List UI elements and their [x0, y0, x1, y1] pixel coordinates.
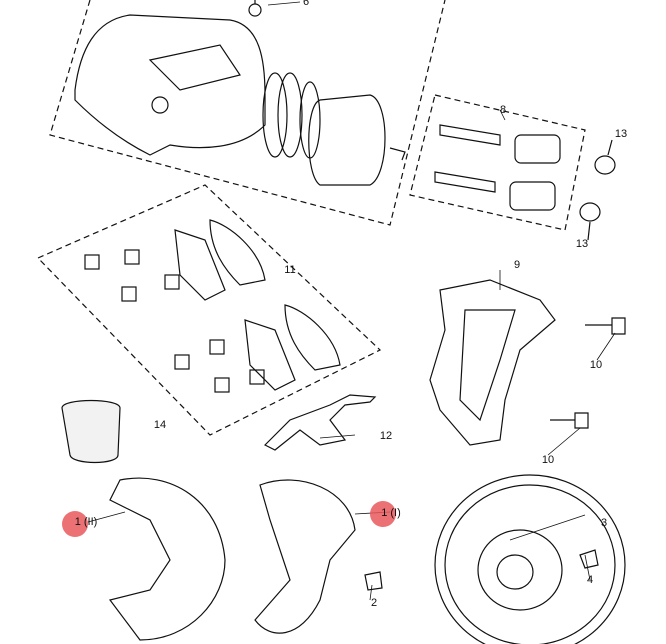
pads-box [36, 184, 382, 436]
hotspot-1-I[interactable] [370, 501, 396, 527]
caliper-body [74, 0, 266, 156]
callout-4: 4 [586, 574, 594, 586]
callout-14: 14 [153, 419, 167, 431]
plugs [579, 139, 616, 241]
callout-9: 9 [513, 259, 521, 271]
callout-6: 6 [302, 0, 310, 8]
callout-11: 11 [284, 264, 296, 276]
guide-pin-box [409, 94, 586, 231]
caliper-group-box [49, 0, 446, 226]
callout-12: 12 [379, 430, 393, 442]
callout-2: 2 [370, 597, 378, 609]
brake-pads [174, 219, 341, 391]
callout-10-bottom: 10 [541, 454, 555, 466]
callout-13-bottom: 13 [575, 238, 589, 250]
callout-3: 3 [600, 517, 608, 529]
bolts [550, 317, 626, 429]
callout-10-top: 10 [589, 359, 603, 371]
brake-disc [434, 474, 626, 644]
hotspot-1-II[interactable] [62, 511, 88, 537]
splash-shield-right [254, 479, 356, 634]
callout-8: 8 [499, 104, 507, 116]
callout-lines [87, 1, 616, 601]
pot-14 [61, 399, 121, 464]
piston-seals [262, 72, 406, 186]
callout-13-top: 13 [614, 128, 628, 140]
clips [84, 249, 265, 393]
guide-pins [434, 124, 561, 211]
hotspot-1-II-label[interactable]: 1 (II) [74, 516, 98, 528]
screw-2 [364, 571, 383, 591]
spring-clip-12 [263, 394, 377, 451]
splash-shield-left [108, 477, 226, 641]
hotspot-1-I-label[interactable]: 1 (I) [381, 507, 401, 519]
carrier-bracket [429, 279, 556, 446]
